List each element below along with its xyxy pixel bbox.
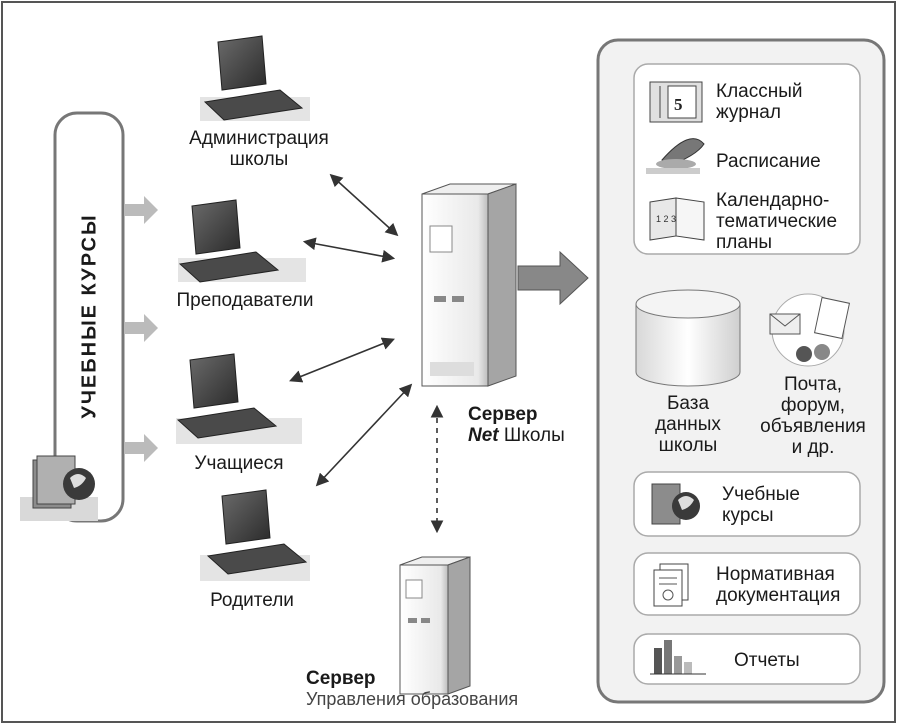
courses-box — [633, 471, 861, 537]
docs-line2: документация — [716, 585, 841, 606]
journal-line2: журнал — [716, 102, 781, 123]
bar-chart-icon — [650, 640, 706, 675]
link-students — [289, 337, 395, 383]
course-arrow-1 — [124, 196, 158, 224]
mail-line3: объявления — [760, 416, 866, 437]
course-arrow-2 — [124, 314, 158, 342]
edu-server-icon — [399, 556, 471, 695]
document-icon — [653, 563, 689, 607]
journal-icon — [649, 81, 703, 123]
plans-book-icon — [649, 197, 705, 241]
link-teachers — [302, 237, 396, 263]
book-globe-icon — [32, 455, 95, 509]
laptop-admin-icon — [200, 35, 310, 121]
journal-icon-number: 5 — [674, 95, 683, 114]
docs-label: Нормативная документация — [716, 564, 840, 606]
docs-line1: Нормативная — [716, 564, 835, 585]
mail-forum-icon — [769, 293, 851, 367]
database-line3: школы — [658, 435, 718, 456]
mail-label: Почта, форум, объявления и др. — [744, 374, 882, 458]
journal-line1: Классный — [716, 81, 803, 102]
output-arrow — [517, 250, 589, 306]
course-arrow-3 — [124, 434, 158, 462]
edu-server-line2: Управления образования — [306, 689, 519, 709]
main-server-line1: Сервер — [468, 404, 538, 425]
students-label: Учащиеся — [194, 453, 284, 474]
plans-icon-numbers: 1 2 3 — [656, 214, 676, 224]
edu-server-label: Сервер Управления образования — [306, 668, 518, 710]
edu-server-line1: Сервер — [306, 668, 376, 689]
course-arrows — [124, 196, 158, 462]
courses-line1: Учебные — [722, 484, 800, 505]
plans-line2: тематические — [716, 211, 838, 232]
database-line2: данных — [655, 414, 721, 435]
docs-box — [633, 552, 861, 616]
courses-label: Учебные курсы — [722, 484, 800, 526]
admin-label-line1: Администрация — [189, 128, 329, 149]
parents-label: Родители — [210, 590, 294, 611]
laptop-teachers-icon — [178, 199, 306, 283]
database-icon — [635, 289, 741, 387]
journal-label: Классный журнал — [716, 81, 802, 123]
mail-line1: Почта, — [783, 374, 843, 395]
database-line1: База — [666, 393, 710, 414]
laptop-students-icon — [176, 353, 302, 444]
schedule-label: Расписание — [716, 151, 821, 172]
laptop-parents-icon — [200, 489, 310, 581]
main-server-net: Net — [468, 425, 499, 446]
admin-label-line2: школы — [229, 149, 289, 170]
courses-panel-text: УЧЕБНЫЕ КУРСЫ — [78, 213, 101, 419]
main-server-school: Школы — [498, 425, 565, 446]
plans-label: Календарно- тематические планы — [716, 190, 837, 253]
main-server-label: Сервер Net Школы — [468, 404, 565, 446]
mail-line2: форум, — [780, 395, 846, 416]
link-admin — [329, 173, 399, 237]
link-parents — [315, 383, 413, 487]
main-server-icon — [421, 183, 517, 387]
reports-label: Отчеты — [734, 650, 800, 671]
admin-label: Администрация школы — [170, 128, 348, 170]
plans-line1: Календарно- — [716, 190, 830, 211]
plans-line3: планы — [716, 232, 773, 253]
courses-book-icon — [651, 483, 700, 525]
connections — [289, 173, 444, 534]
database-label: База данных школы — [644, 393, 732, 456]
courses-line2: курсы — [722, 505, 774, 526]
bell-icon — [646, 138, 705, 174]
teachers-label: Преподаватели — [176, 290, 314, 311]
mail-line4: и др. — [791, 437, 835, 458]
courses-panel-label: УЧЕБНЫЕ КУРСЫ — [72, 186, 108, 446]
